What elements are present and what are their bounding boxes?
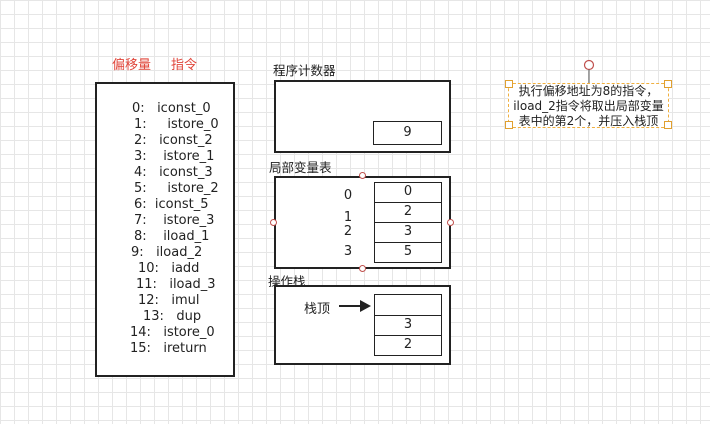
rotate-handle-icon[interactable] [582, 58, 596, 84]
locals-slot: 5 [374, 242, 442, 263]
locals-index: 3 [343, 244, 353, 259]
resize-handle[interactable] [505, 80, 513, 88]
connection-handle[interactable] [447, 219, 454, 226]
instruction-row: 11: iload_3 [136, 277, 216, 292]
instruction-row: 15: ireturn [130, 341, 207, 356]
instruction-row: 4: iconst_3 [134, 165, 213, 180]
locals-label: 局部变量表 [269, 160, 332, 175]
instruction-row: 5: istore_2 [134, 181, 219, 196]
locals-slot: 3 [374, 222, 442, 243]
instruction-header: 指令 [171, 58, 198, 73]
offset-header: 偏移量 [112, 58, 152, 73]
connection-handle[interactable] [359, 172, 366, 179]
pc-label: 程序计数器 [273, 63, 336, 78]
instruction-row: 3: istore_1 [134, 149, 215, 164]
arrow-right-icon [339, 300, 371, 312]
annotation-note[interactable]: 执行偏移地址为8的指令，iload_2指令将取出局部变量表中的第2个，并压入栈顶 [508, 83, 669, 128]
stack-cell: 3 [374, 315, 442, 336]
stack-cell: 2 [374, 335, 442, 356]
connection-handle[interactable] [359, 265, 366, 272]
resize-handle[interactable] [505, 121, 513, 129]
instruction-row: 8: iload_1 [134, 229, 210, 244]
stack-top-label: 栈顶 [304, 302, 331, 317]
connection-handle[interactable] [270, 219, 277, 226]
pc-value: 9 [373, 121, 442, 145]
locals-slot: 2 [374, 202, 442, 223]
instruction-row: 0: iconst_0 [132, 101, 211, 116]
instruction-row: 13: dup [143, 309, 202, 324]
instruction-row: 10: iadd [138, 261, 200, 276]
annotation-text: 执行偏移地址为8的指令，iload_2指令将取出局部变量表中的第2个，并压入栈顶 [513, 84, 664, 128]
instruction-row: 7: istore_3 [134, 213, 215, 228]
instruction-row: 1: istore_0 [134, 117, 219, 132]
stack-cell [374, 294, 442, 316]
locals-slot: 0 [374, 182, 442, 203]
instruction-row: 14: istore_0 [130, 325, 215, 340]
instruction-list-box[interactable] [95, 82, 235, 377]
instruction-row: 2: iconst_2 [134, 133, 213, 148]
locals-index: 1 [343, 210, 353, 225]
locals-index: 0 [343, 188, 353, 203]
locals-index: 2 [343, 224, 353, 239]
resize-handle[interactable] [664, 80, 672, 88]
resize-handle[interactable] [664, 121, 672, 129]
instruction-row: 12: imul [138, 293, 200, 308]
instruction-row: 6: iconst_5 [134, 197, 209, 212]
instruction-row: 9: iload_2 [131, 245, 203, 260]
